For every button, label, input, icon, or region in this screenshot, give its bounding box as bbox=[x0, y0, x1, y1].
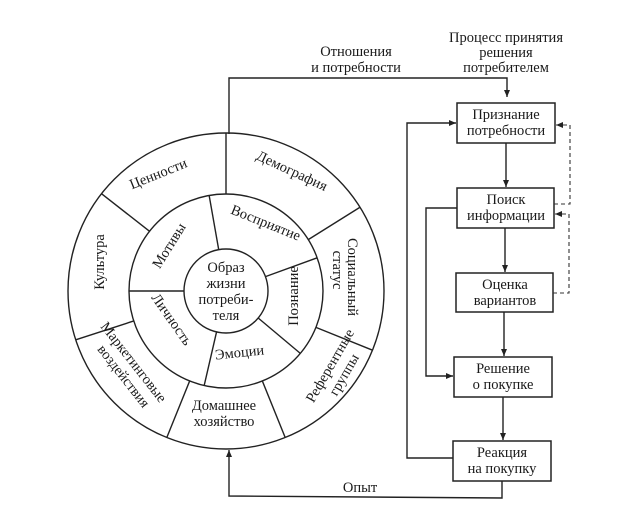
step-info-search-box bbox=[456, 187, 555, 229]
inner-ring-divider bbox=[208, 195, 220, 250]
outer-label-social-status-1: Социальный bbox=[344, 238, 360, 316]
outer-label-social-status-2: статус bbox=[329, 251, 345, 290]
outer-label-household-1: Домашнее bbox=[192, 398, 256, 414]
center-label-2: жизни bbox=[205, 276, 245, 292]
feedback-post-purchase-to-need bbox=[406, 120, 456, 459]
step-post-purchase-label-2: на покупку bbox=[468, 461, 538, 477]
feedback-search-to-decision bbox=[425, 207, 457, 379]
outer-ring-divider bbox=[261, 380, 286, 438]
outer-label-culture: Культура bbox=[92, 234, 108, 290]
relations-needs-label-1: Отношения bbox=[320, 44, 392, 60]
outer-ring-divider bbox=[307, 206, 361, 241]
experience-label: Опыт bbox=[343, 480, 378, 496]
inner-label-motives: Мотивы bbox=[150, 220, 190, 271]
inner-label-perception: Восприятие bbox=[228, 202, 302, 244]
inner-label-cognition: Познание bbox=[286, 266, 302, 326]
inner-ring-divider bbox=[203, 331, 218, 386]
outer-label-household-2: хозяйство bbox=[194, 414, 255, 430]
inner-label-personality: Личность bbox=[148, 291, 196, 349]
center-label-1: Образ bbox=[207, 260, 245, 276]
step-need-recognition-label-1: Признание bbox=[472, 107, 539, 123]
process-title-3: потребителем bbox=[463, 60, 549, 76]
step-info-search-label-2: информации bbox=[467, 208, 545, 224]
step-post-purchase-label-1: Реакция bbox=[477, 445, 527, 461]
step-post-purchase-box bbox=[452, 440, 552, 482]
step-info-search-label-1: Поиск bbox=[487, 192, 527, 208]
outer-ring-divider bbox=[101, 193, 150, 232]
step-purchase-decision-box bbox=[453, 356, 553, 398]
process-title-1: Процесс принятия bbox=[449, 30, 563, 46]
dashed-search-to-need bbox=[554, 122, 571, 205]
outer-ring-divider bbox=[75, 320, 134, 341]
center-label-4: теля bbox=[213, 308, 240, 324]
step-evaluation-box bbox=[455, 272, 554, 313]
relations-needs-connector bbox=[228, 77, 510, 134]
experience-connector bbox=[226, 450, 503, 499]
step-purchase-decision-label-2: о покупке bbox=[473, 377, 534, 393]
dashed-evaluation-to-search bbox=[553, 211, 570, 294]
step-purchase-decision-label-1: Решение bbox=[476, 361, 530, 377]
step-need-recognition-box bbox=[456, 102, 556, 144]
inner-label-emotions: Эмоции bbox=[214, 342, 265, 363]
process-title-2: решения bbox=[479, 45, 533, 61]
decision-process: Признание потребности Поиск информации О… bbox=[452, 102, 556, 482]
outer-label-demography: Демография bbox=[254, 148, 330, 195]
outer-ring-divider bbox=[315, 326, 373, 351]
relations-needs-label-2: и потребности bbox=[311, 60, 401, 76]
step-evaluation-label-2: вариантов bbox=[474, 293, 537, 309]
outer-ring-divider bbox=[166, 380, 191, 438]
lifestyle-wheel: Образ жизни потреби- теля Восприятие Поз… bbox=[67, 132, 385, 450]
center-label-3: потреби- bbox=[199, 292, 254, 308]
inner-ring-divider bbox=[265, 257, 318, 278]
inner-ring-divider bbox=[257, 317, 301, 354]
step-evaluation-label-1: Оценка bbox=[482, 277, 528, 293]
step-need-recognition-label-2: потребности bbox=[467, 123, 546, 139]
